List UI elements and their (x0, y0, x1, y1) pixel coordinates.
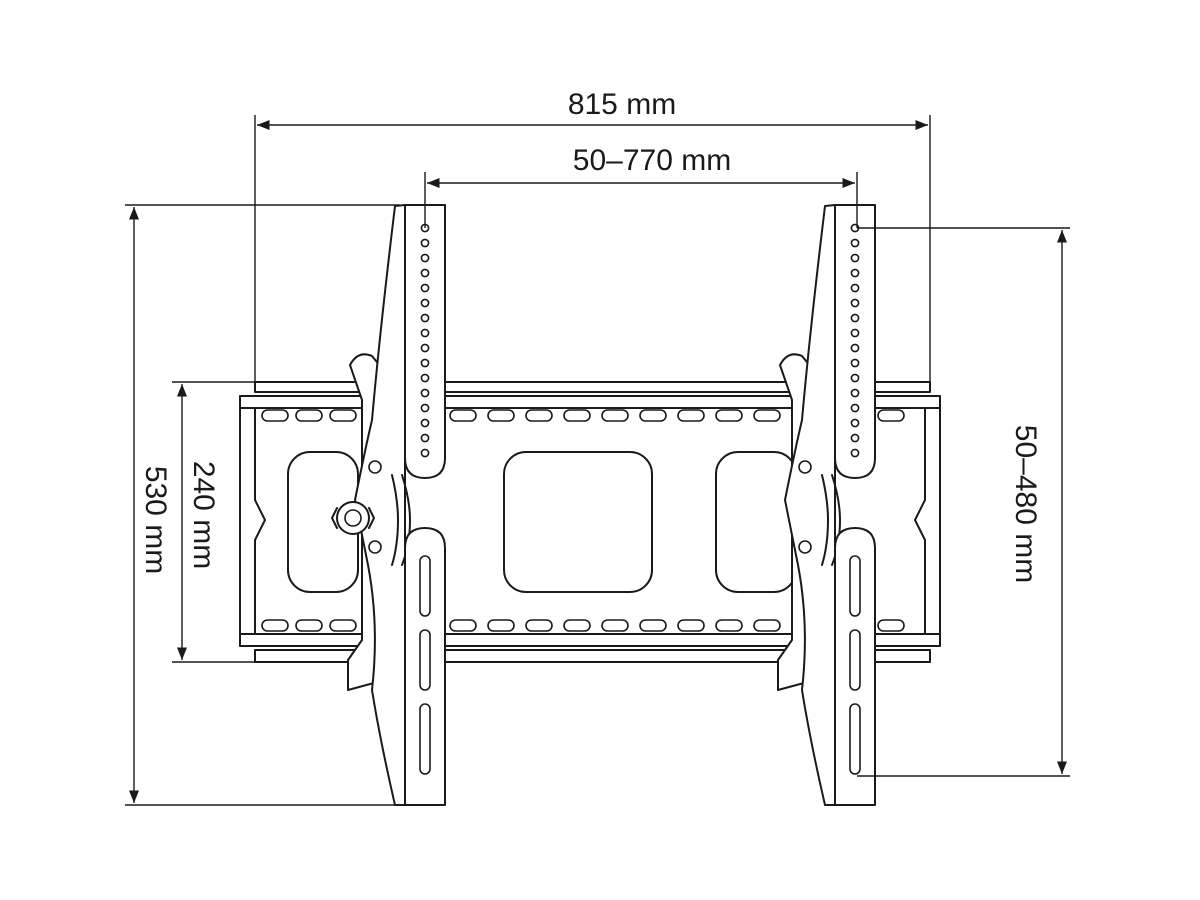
top-slot-row (261, 409, 905, 422)
overall-height-label: 530 mm (139, 466, 172, 574)
frame-height-label: 240 mm (187, 461, 220, 569)
bottom-slot-row (261, 619, 905, 632)
vesa-horizontal-label: 50–770 mm (573, 144, 731, 177)
tilt-knob (336, 501, 370, 535)
vesa-vertical-label: 50–480 mm (1009, 425, 1042, 583)
left-arm-hole-column (420, 223, 430, 458)
overall-width-label: 815 mm (568, 88, 676, 121)
right-opening (715, 451, 797, 593)
dimension-lines (125, 115, 1070, 806)
right-tilt-bracket (777, 204, 876, 806)
right-arm-hole-column (850, 223, 860, 458)
wall-plate (239, 381, 941, 663)
center-opening (503, 451, 653, 593)
left-tilt-bracket (331, 204, 446, 806)
